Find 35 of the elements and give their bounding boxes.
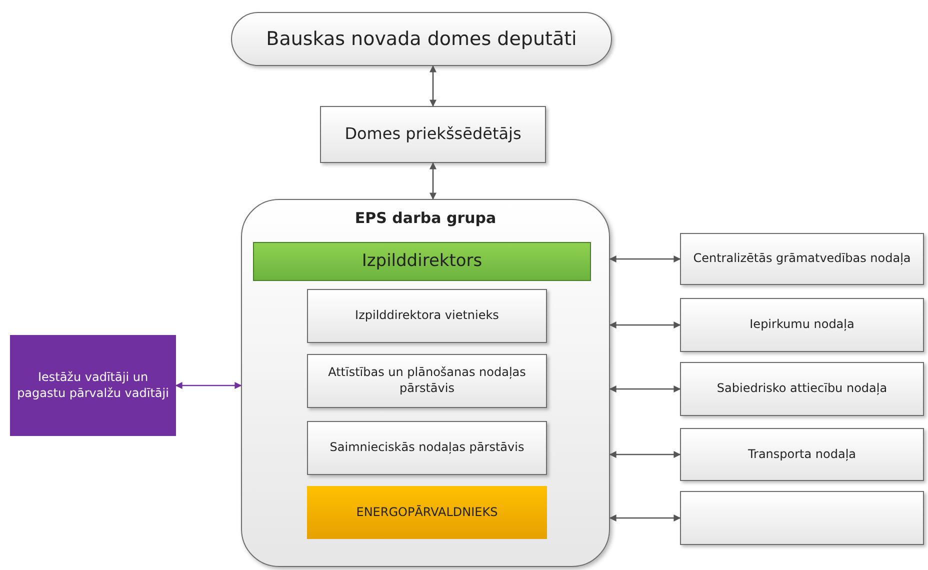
node-label: ENERGOPĀRVALDNIEKS [355, 504, 499, 520]
node-label: Bauskas novada domes deputāti [265, 26, 578, 52]
node-label: Transporta nodaļa [746, 446, 858, 462]
process-box [320, 106, 546, 163]
process-box [680, 233, 924, 285]
rounded-box [231, 12, 612, 66]
arrow [430, 162, 436, 200]
process-box [680, 362, 924, 416]
node-label: Sabiedrisko attiecību nodaļa [716, 381, 888, 397]
process-box [307, 486, 547, 539]
group-title: EPS darba grupa [354, 209, 498, 228]
node-label: Izpilddirektors [360, 250, 484, 273]
node-label: Domes priekšsēdētājs [344, 124, 522, 145]
arrow [609, 514, 681, 522]
empty-box [680, 491, 924, 545]
arrow [430, 65, 436, 107]
process-box [307, 289, 547, 343]
process-box [253, 242, 591, 281]
process-box [307, 354, 547, 408]
arrow [609, 322, 681, 328]
node-label: Iestāžu vadītāji un pagastu pārvalžu vadītāji [16, 370, 170, 402]
node-label: Saimnieciskās nodaļas pārstāvis [328, 440, 526, 456]
arrow [175, 382, 242, 389]
process-box [680, 298, 924, 352]
process-box [680, 428, 924, 481]
group-container [241, 199, 610, 567]
node-label: Attīstības un plānošanas nodaļas pārstāvis [327, 365, 527, 397]
process-box [307, 421, 547, 475]
arrow [609, 256, 681, 262]
arrow [609, 386, 681, 392]
node-label: Izpilddirektora vietnieks [354, 308, 500, 324]
node-label: Iepirkumu nodaļa [748, 317, 856, 333]
arrow [609, 451, 681, 458]
process-box [10, 335, 176, 436]
node-label: Centralizētās grāmatvedības nodaļa [692, 251, 912, 267]
